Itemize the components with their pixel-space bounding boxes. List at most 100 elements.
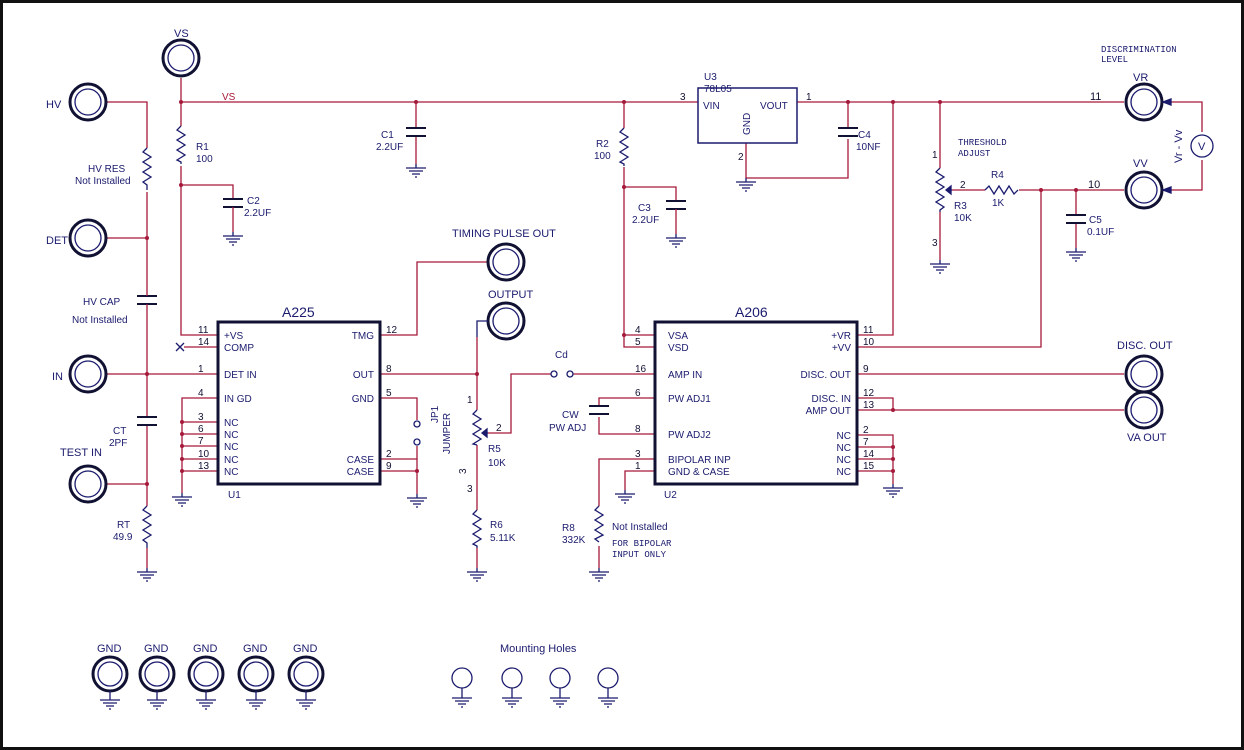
r8-value: 332K <box>562 535 586 546</box>
r8-ref: R8 <box>562 523 575 534</box>
net-vs-label: VS <box>222 92 236 103</box>
pin-number: 7 <box>198 436 204 447</box>
pin-label: +VV <box>832 343 852 354</box>
pin-label: NC <box>837 455 851 466</box>
pin-number: 3 <box>635 449 641 460</box>
r1-value: 100 <box>196 154 213 165</box>
gnd-connector: GND <box>287 643 325 710</box>
u3-gnd: GND <box>742 113 753 135</box>
pin-label: TMG <box>352 331 374 342</box>
gnd-label: GND <box>193 643 218 655</box>
ground-icon <box>883 484 903 498</box>
pin-number: 13 <box>863 400 875 411</box>
pin-number: 2 <box>863 425 869 436</box>
gnd-connector: GND <box>237 643 275 710</box>
jp1-ref: JP1 <box>430 405 441 423</box>
a225-chip <box>216 320 382 486</box>
pin-number: 4 <box>198 388 204 399</box>
pin-label: NC <box>837 443 851 454</box>
pin-label: VSD <box>668 343 689 354</box>
u3-ref: U3 <box>704 72 717 83</box>
r6-value: 5.11K <box>490 533 516 544</box>
r4-ref: R4 <box>991 170 1004 181</box>
test-in-connector <box>68 464 108 504</box>
r2-value: 100 <box>594 151 611 162</box>
pin-number: 10 <box>863 337 875 348</box>
ground-icon <box>736 178 756 192</box>
pin-label: +VS <box>224 331 244 342</box>
pin-label: PW ADJ1 <box>668 394 711 405</box>
pin-number: 6 <box>198 424 204 435</box>
pin-label: DET IN <box>224 370 257 381</box>
meter-label: V <box>1198 141 1206 153</box>
pin-number: 11 <box>198 325 209 336</box>
pin-number: 8 <box>386 364 392 375</box>
vv-net-number: 10 <box>1088 179 1100 191</box>
pin-number: 16 <box>635 364 647 375</box>
r6-resistor <box>471 509 483 548</box>
hv-connector <box>68 82 108 122</box>
u3-pin-out: 1 <box>806 92 812 103</box>
ground-icon <box>406 164 426 178</box>
pin-number: 6 <box>635 388 641 399</box>
gnd-label: GND <box>293 643 318 655</box>
vs-label: VS <box>174 28 189 40</box>
r2-ref: R2 <box>596 139 609 150</box>
capacitors <box>137 127 1086 426</box>
rt-value: 49.9 <box>113 532 133 543</box>
vr-net-number: 11 <box>1090 91 1101 103</box>
timing-pulse-connector <box>486 242 526 282</box>
r1-resistor <box>175 125 187 164</box>
det-label: DET <box>46 235 68 247</box>
pin-label: COMP <box>224 343 254 354</box>
ground-icon <box>172 493 192 507</box>
c4-ref: C4 <box>858 130 871 141</box>
jp1-pin-3: 3 <box>458 468 469 474</box>
hv-res-ref: HV RES <box>88 164 126 175</box>
pin-number: 4 <box>635 325 641 336</box>
r5-potentiometer <box>471 409 483 446</box>
mounting-hole <box>597 667 619 708</box>
ground-icon <box>137 568 157 582</box>
gnd-connector: GND <box>91 643 129 710</box>
ground-icon <box>589 568 609 582</box>
r8-resistor <box>593 505 605 543</box>
pin-label: DISC. IN <box>812 394 851 405</box>
pin-label: DISC. OUT <box>800 370 851 381</box>
output-label: OUTPUT <box>488 289 534 301</box>
r8-note: Not Installed <box>612 522 668 533</box>
a225-ref: U1 <box>228 490 241 501</box>
threshold-note: THRESHOLD <box>958 138 1007 148</box>
mounting-hole <box>451 667 473 708</box>
pin-label: PW ADJ2 <box>668 430 711 441</box>
pin-number: 8 <box>635 424 641 435</box>
ct-ref: CT <box>113 426 126 437</box>
ground-icon <box>467 568 487 582</box>
a206-ref: U2 <box>664 490 677 501</box>
pin-label: NC <box>224 467 238 478</box>
pin-label: NC <box>224 455 238 466</box>
ct-value: 2PF <box>109 438 127 449</box>
ground-icon <box>407 494 427 508</box>
u3-pin-in: 3 <box>680 92 686 103</box>
pin-label: NC <box>837 431 851 442</box>
pin-number: 9 <box>386 461 392 472</box>
r5-value: 10K <box>488 458 506 469</box>
hv-res-resistor <box>141 147 153 190</box>
timing-pulse-out-label: TIMING PULSE OUT <box>452 228 556 240</box>
pin-number: 12 <box>863 388 875 399</box>
pin-number: 5 <box>635 337 641 348</box>
wires <box>106 78 1203 568</box>
pin-number: 11 <box>863 325 874 336</box>
cd-ref: Cd <box>555 350 568 361</box>
pin-label: +VR <box>831 331 851 342</box>
r4-resistor <box>984 184 1019 196</box>
c1-value: 2.2UF <box>376 142 403 153</box>
pin-label: CASE <box>347 455 375 466</box>
c1-ref: C1 <box>381 130 394 141</box>
r3-ref: R3 <box>954 201 967 212</box>
u3-pin-gnd: 2 <box>738 152 744 163</box>
c4-value: 10NF <box>856 142 880 153</box>
r4-value: 1K <box>992 198 1005 209</box>
